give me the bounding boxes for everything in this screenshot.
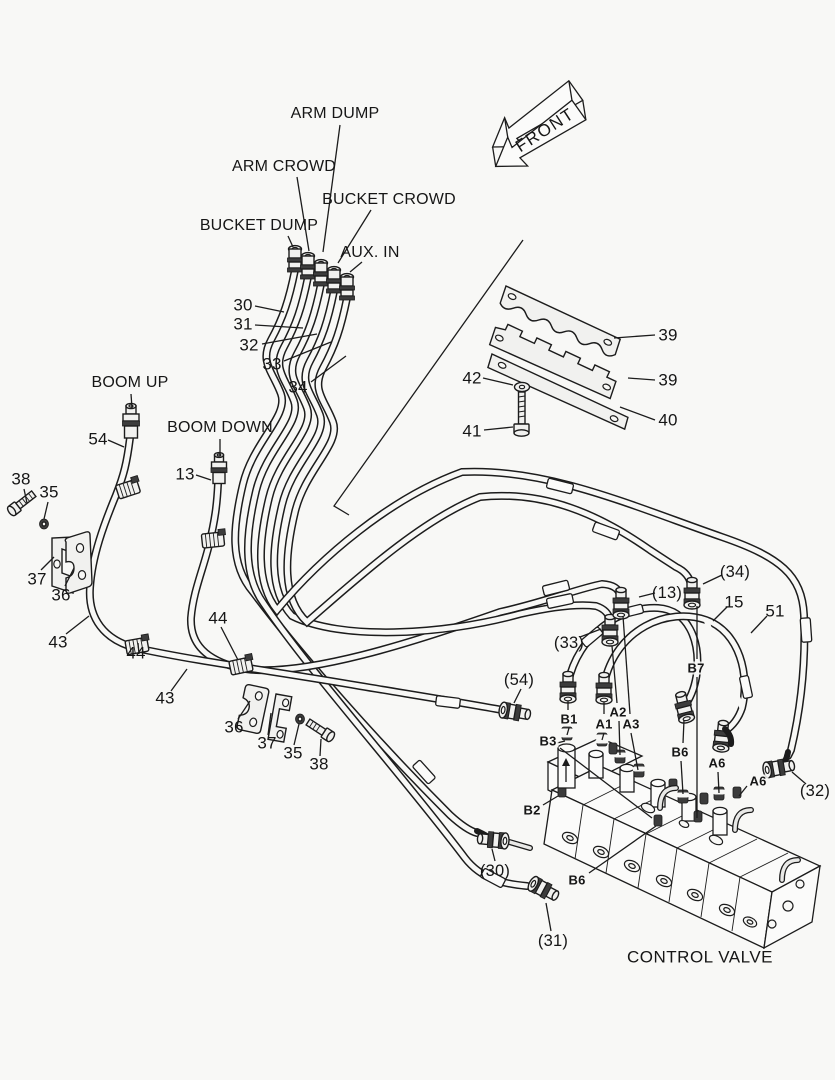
hose-15 [564,603,702,708]
hose-34 [283,294,695,628]
hose-ref-34: (34) [719,562,751,581]
part-number-30: 30 [233,295,253,315]
part-number-15: 15 [724,592,744,612]
hose-ref-13: (13) [651,583,683,602]
part-number-36-left: 36 [51,585,71,605]
valve-front-ports [561,831,758,928]
part-number-36-mid: 36 [224,717,244,737]
hose-31 [244,273,531,890]
port-label-b1: B1 [558,711,580,727]
bracket-set-left [6,489,93,594]
port-label-b6-lower: B6 [566,872,588,888]
fitting-b1 [559,670,577,704]
label-arm-crowd: ARM CROWD [231,158,337,175]
hose-ref-30: (30) [479,861,511,880]
bracket-set-mid [236,683,336,743]
clamp-plate-39-lower [488,323,617,400]
part-number-35-left: 35 [39,482,59,502]
fitting-13 [612,586,630,620]
nut-35-mid [295,713,305,725]
part-number-32: 32 [239,335,259,355]
bracket-37-mid [267,693,293,743]
part-number-38-left: 38 [11,469,31,489]
control-valve-body [503,726,822,950]
hose-ref-33: (33) [553,633,585,652]
port-label-a3: A3 [620,716,642,732]
nut-35-left [39,518,49,530]
fitting-54 [497,700,533,724]
part-number-43-mid: 43 [155,688,175,708]
fitting-31 [525,874,563,905]
boom-down-fitting [210,451,228,485]
leader-lines [23,124,807,932]
port-label-b3: B3 [537,733,559,749]
part-number-37-left: 37 [27,569,47,589]
label-arm-dump: ARM DUMP [290,105,380,122]
part-number-41: 41 [462,421,482,441]
hose-ref-31: (31) [537,931,569,950]
backing-plate-40 [487,353,629,431]
hose-ref-32: (32) [799,781,831,800]
hose-30 [231,266,481,837]
part-number-40: 40 [658,410,678,430]
label-bucket-crowd: BUCKET CROWD [322,191,456,208]
part-number-44-left: 44 [126,643,146,663]
washer-42 [513,381,531,393]
check-valve-arrow [557,743,576,789]
clamp-plate-assembly [333,239,629,516]
part-number-44-mid: 44 [208,608,228,628]
assembly-leader-line [333,239,524,516]
hose-51 [600,612,749,735]
clamp-plate-39-upper [499,285,622,357]
part-number-13: 13 [175,464,195,484]
clamp-36-left [64,531,93,594]
label-bucket-dump: BUCKET DUMP [199,217,319,234]
fitting-30-elbow [474,828,511,850]
fitting-51-elbow [722,726,735,747]
hose-33 [270,287,614,637]
clamp-36-mid [236,683,270,734]
part-number-31: 31 [233,314,253,334]
fitting-32-elbow [761,749,797,780]
part-number-35-mid: 35 [283,743,303,763]
part-number-33: 33 [262,354,282,374]
fitting-a1 [595,671,613,705]
fitting-34 [683,576,701,610]
port-label-b7: B7 [685,660,707,676]
boom-up-fitting [122,402,140,439]
port-label-a2: A2 [607,704,629,720]
part-number-34: 34 [288,377,308,397]
part-number-38-mid: 38 [309,754,329,774]
part-number-54: 54 [88,429,108,449]
port-label-b2: B2 [521,802,543,818]
port-label-a6-upper: A6 [706,755,728,771]
hose-13-boom-down [186,480,624,675]
front-direction-arrow [491,79,587,168]
port-label-b6-mid: B6 [669,744,691,760]
hose-ferrules [412,477,813,888]
port-label-a6-lower: A6 [747,773,769,789]
label-boom-up: BOOM UP [91,374,169,391]
port-label-a1: A1 [593,716,615,732]
hose-32 [256,280,809,760]
part-number-39-upper: 39 [658,325,678,345]
part-number-42: 42 [462,368,482,388]
fitting-33 [601,613,619,647]
caption-control-valve: CONTROL VALVE [627,947,773,967]
hose-ref-54: (54) [503,670,535,689]
label-boom-down: BOOM DOWN [167,419,273,436]
part-number-39-lower: 39 [658,370,678,390]
part-number-51: 51 [765,601,785,621]
bolt-41 [513,391,530,437]
label-aux-in: AUX. IN [340,244,400,261]
part-number-37-mid: 37 [257,733,277,753]
bolt-38-left [6,489,37,517]
part-number-43-left: 43 [48,632,68,652]
bolt-38-mid [305,718,336,743]
